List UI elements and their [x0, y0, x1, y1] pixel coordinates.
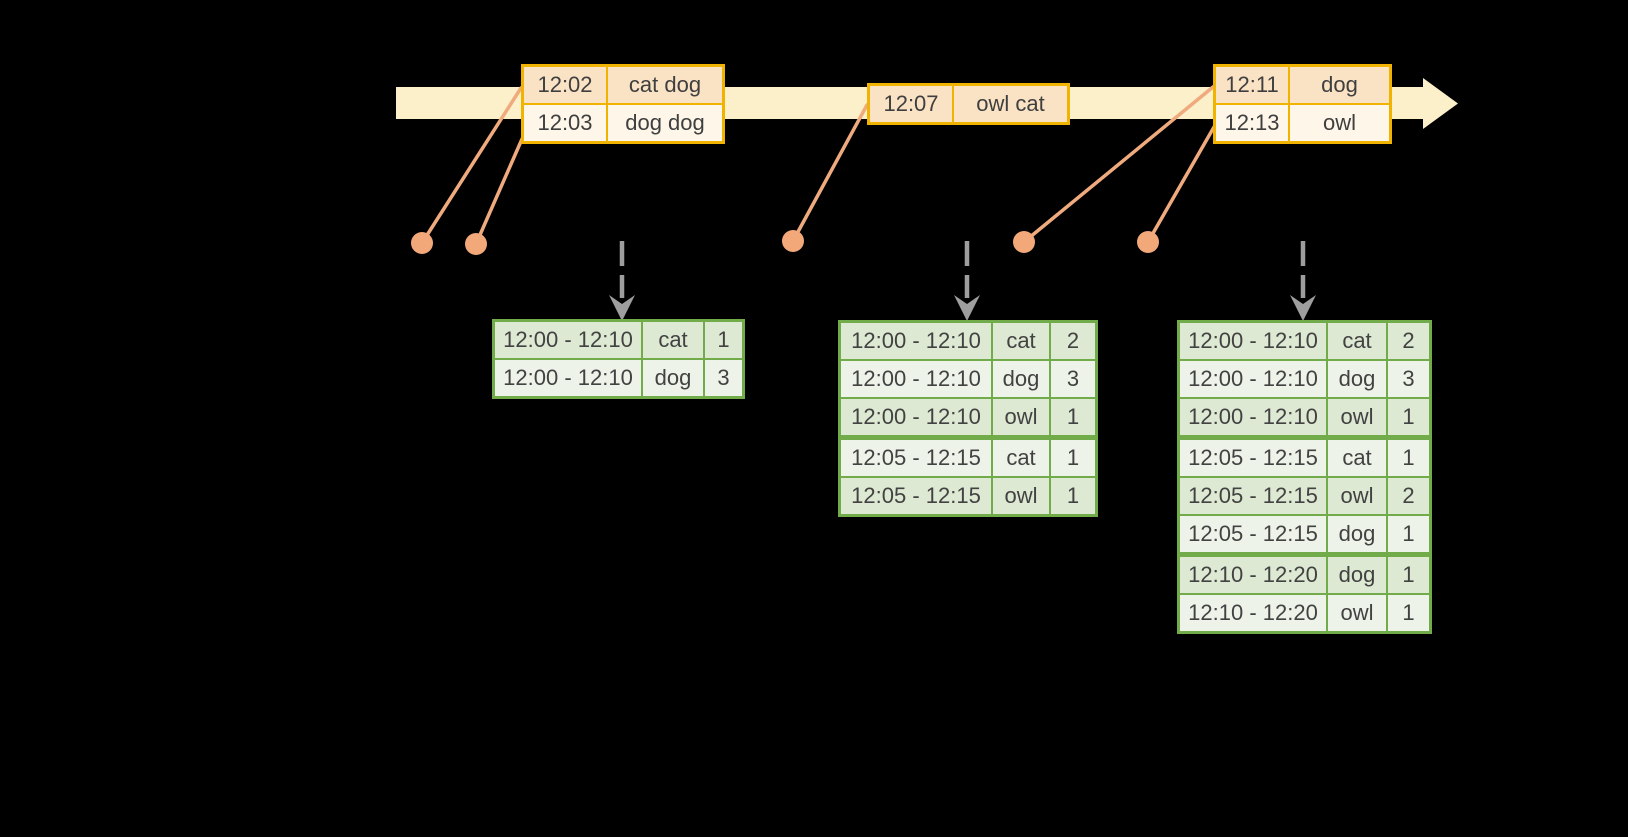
- word-cell: dog: [1328, 361, 1388, 397]
- word-cell: dog: [1328, 557, 1388, 593]
- count-cell: 1: [1388, 399, 1429, 435]
- window-cell: 12:10 - 12:20: [1180, 557, 1328, 593]
- dashed-arrow-head-icon: [609, 295, 635, 321]
- count-cell: 2: [1388, 478, 1429, 514]
- word-cell: owl: [1328, 478, 1388, 514]
- word-cell: owl: [993, 399, 1051, 435]
- result-row: 12:00 - 12:10 dog 3: [1180, 359, 1429, 397]
- dashed-arrow-head-icon: [954, 295, 980, 321]
- word-cell: cat: [1328, 440, 1388, 476]
- word-cell: dog: [643, 360, 705, 396]
- event-row: 12:13 owl: [1216, 103, 1389, 141]
- window-cell: 12:05 - 12:15: [841, 478, 993, 514]
- connector-line: [420, 86, 523, 245]
- event-row: 12:03 dog dog: [524, 103, 722, 141]
- word-cell: cat: [993, 440, 1051, 476]
- event-time-cell: 12:11: [1216, 67, 1290, 103]
- result-row: 12:05 - 12:15 owl 1: [841, 476, 1095, 514]
- event-dot: [465, 233, 487, 255]
- word-cell: cat: [993, 323, 1051, 359]
- result-row: 12:05 - 12:15 cat 1: [841, 435, 1095, 476]
- word-cell: owl: [1328, 399, 1388, 435]
- event-table-1202: 12:02 cat dog 12:03 dog dog: [521, 64, 725, 144]
- word-cell: owl: [1328, 595, 1388, 631]
- window-cell: 12:05 - 12:15: [1180, 478, 1328, 514]
- timeline-arrow-icon: [1423, 78, 1458, 129]
- result-row: 12:10 - 12:20 owl 1: [1180, 593, 1429, 631]
- connector-line: [1146, 125, 1216, 244]
- count-cell: 1: [1051, 440, 1095, 476]
- dashed-arrow-head-icon: [1290, 295, 1316, 321]
- result-table-2: 12:00 - 12:10 cat 2 12:00 - 12:10 dog 3 …: [838, 320, 1098, 517]
- connector-lines: [420, 85, 1216, 246]
- result-row: 12:00 - 12:10 cat 2: [1180, 323, 1429, 359]
- window-cell: 12:05 - 12:15: [1180, 440, 1328, 476]
- window-cell: 12:00 - 12:10: [1180, 361, 1328, 397]
- event-words-cell: dog dog: [608, 105, 722, 141]
- count-cell: 3: [1388, 361, 1429, 397]
- word-cell: dog: [993, 361, 1051, 397]
- count-cell: 1: [1388, 557, 1429, 593]
- event-time-cell: 12:13: [1216, 105, 1290, 141]
- result-row: 12:05 - 12:15 owl 2: [1180, 476, 1429, 514]
- window-cell: 12:00 - 12:10: [495, 322, 643, 358]
- count-cell: 3: [705, 360, 742, 396]
- word-cell: cat: [1328, 323, 1388, 359]
- event-time-cell: 12:02: [524, 67, 608, 103]
- count-cell: 3: [1051, 361, 1095, 397]
- result-row: 12:10 - 12:20 dog 1: [1180, 552, 1429, 593]
- count-cell: 2: [1051, 323, 1095, 359]
- event-dots: [411, 230, 1159, 255]
- word-cell: dog: [1328, 516, 1388, 552]
- event-dot: [411, 232, 433, 254]
- result-table-3: 12:00 - 12:10 cat 2 12:00 - 12:10 dog 3 …: [1177, 320, 1432, 634]
- event-dot: [782, 230, 804, 252]
- event-table-1207: 12:07 owl cat: [867, 83, 1070, 125]
- trigger-arrows: [609, 241, 1316, 321]
- window-cell: 12:05 - 12:15: [841, 440, 993, 476]
- result-table-1: 12:00 - 12:10 cat 1 12:00 - 12:10 dog 3: [492, 319, 745, 399]
- event-words-cell: cat dog: [608, 67, 722, 103]
- word-cell: owl: [993, 478, 1051, 514]
- event-dot: [1013, 231, 1035, 253]
- event-time-cell: 12:03: [524, 105, 608, 141]
- count-cell: 2: [1388, 323, 1429, 359]
- connector-line: [474, 137, 524, 246]
- event-words-cell: owl cat: [954, 86, 1067, 122]
- result-row: 12:00 - 12:10 owl 1: [841, 397, 1095, 435]
- count-cell: 1: [1388, 440, 1429, 476]
- event-row: 12:02 cat dog: [524, 67, 722, 103]
- count-cell: 1: [705, 322, 742, 358]
- result-row: 12:00 - 12:10 dog 3: [495, 358, 742, 396]
- event-dot: [1137, 231, 1159, 253]
- connector-line: [791, 103, 869, 243]
- event-words-cell: owl: [1290, 105, 1389, 141]
- word-cell: cat: [643, 322, 705, 358]
- event-table-1211: 12:11 dog 12:13 owl: [1213, 64, 1392, 144]
- window-cell: 12:00 - 12:10: [495, 360, 643, 396]
- result-row: 12:00 - 12:10 cat 1: [495, 322, 742, 358]
- window-cell: 12:00 - 12:10: [841, 323, 993, 359]
- event-time-cell: 12:07: [870, 86, 954, 122]
- event-words-cell: dog: [1290, 67, 1389, 103]
- connector-line: [1022, 85, 1215, 244]
- window-cell: 12:00 - 12:10: [841, 361, 993, 397]
- window-cell: 12:05 - 12:15: [1180, 516, 1328, 552]
- result-row: 12:00 - 12:10 owl 1: [1180, 397, 1429, 435]
- event-row: 12:11 dog: [1216, 67, 1389, 103]
- count-cell: 1: [1388, 516, 1429, 552]
- result-row: 12:05 - 12:15 cat 1: [1180, 435, 1429, 476]
- window-cell: 12:00 - 12:10: [841, 399, 993, 435]
- window-cell: 12:10 - 12:20: [1180, 595, 1328, 631]
- count-cell: 1: [1388, 595, 1429, 631]
- count-cell: 1: [1051, 399, 1095, 435]
- event-row: 12:07 owl cat: [870, 86, 1067, 122]
- result-row: 12:00 - 12:10 dog 3: [841, 359, 1095, 397]
- count-cell: 1: [1051, 478, 1095, 514]
- result-row: 12:05 - 12:15 dog 1: [1180, 514, 1429, 552]
- result-row: 12:00 - 12:10 cat 2: [841, 323, 1095, 359]
- window-cell: 12:00 - 12:10: [1180, 323, 1328, 359]
- window-cell: 12:00 - 12:10: [1180, 399, 1328, 435]
